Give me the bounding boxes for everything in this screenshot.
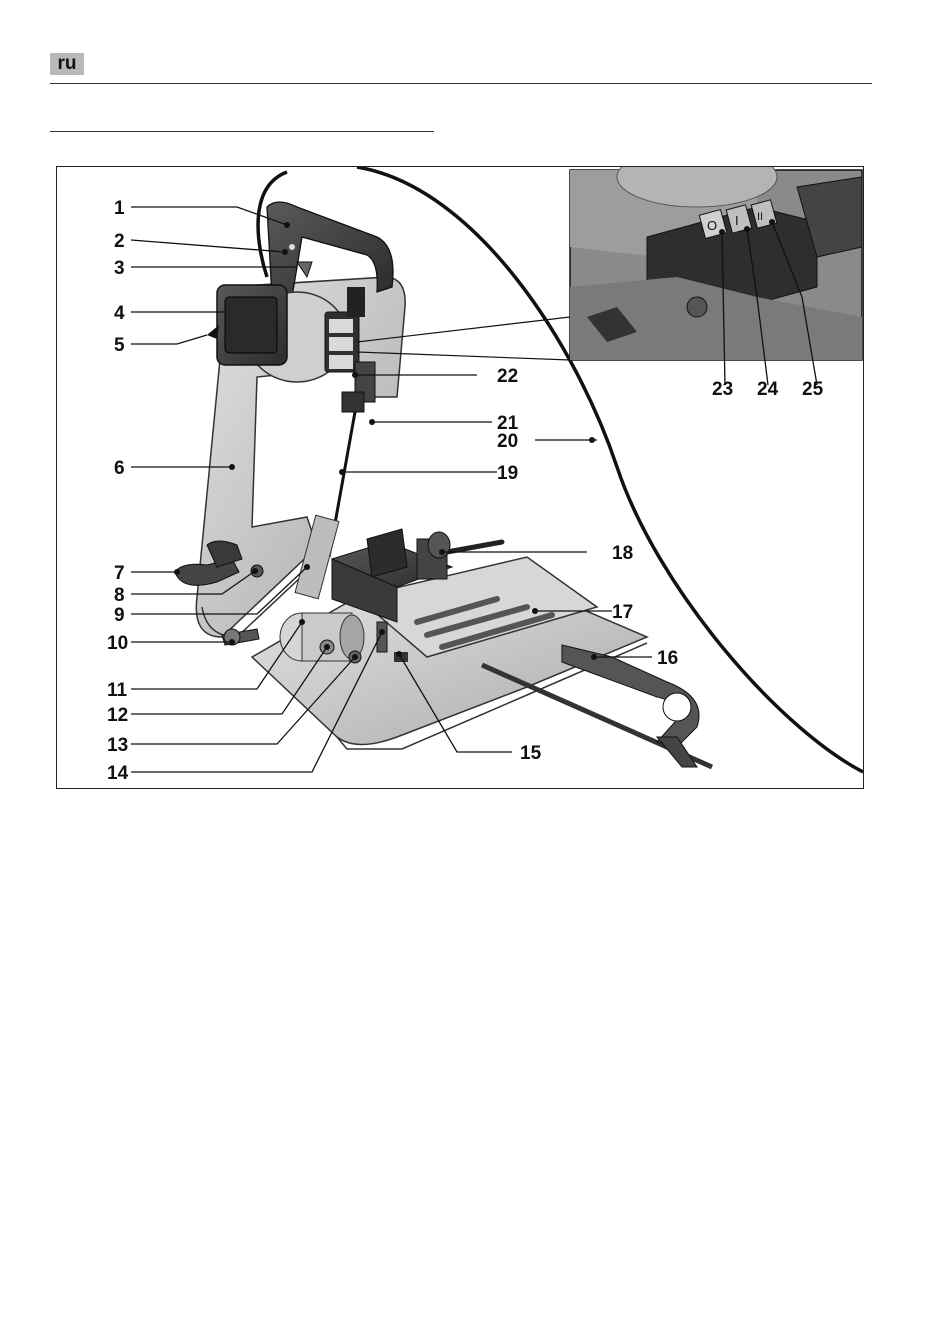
callout-14: 14 bbox=[107, 763, 129, 784]
callout-21: 21 bbox=[497, 413, 519, 434]
callout-9: 9 bbox=[114, 605, 125, 626]
section-rule bbox=[50, 131, 434, 132]
callout-11: 11 bbox=[107, 680, 128, 701]
callout-4: 4 bbox=[114, 303, 125, 324]
callout-17: 17 bbox=[612, 602, 633, 623]
bandsaw-illustration: O I II bbox=[57, 167, 863, 788]
callout-15: 15 bbox=[520, 743, 542, 764]
callout-18: 18 bbox=[612, 543, 633, 564]
callout-22: 22 bbox=[497, 366, 518, 387]
callout-25: 25 bbox=[802, 379, 824, 400]
callout-3: 3 bbox=[114, 258, 125, 279]
callout-7: 7 bbox=[114, 563, 125, 584]
callout-10: 10 bbox=[107, 633, 128, 654]
callout-16: 16 bbox=[657, 648, 678, 669]
inset-symbol-speed: II bbox=[757, 211, 763, 223]
callout-24: 24 bbox=[757, 379, 779, 400]
callout-19: 19 bbox=[497, 463, 518, 484]
inset-symbol-off: O bbox=[707, 218, 717, 233]
callout-23: 23 bbox=[712, 379, 733, 400]
header-rule bbox=[50, 83, 872, 84]
language-badge: ru bbox=[50, 53, 84, 75]
callout-13: 13 bbox=[107, 735, 128, 756]
callout-20: 20 bbox=[497, 431, 518, 452]
callout-8: 8 bbox=[114, 585, 125, 606]
inset-symbol-on: I bbox=[735, 213, 739, 228]
inset-switch-detail: O I II bbox=[570, 167, 862, 360]
bandsaw-figure: O I II bbox=[56, 166, 864, 789]
callout-12: 12 bbox=[107, 705, 128, 726]
callout-1: 1 bbox=[114, 198, 125, 219]
callout-6: 6 bbox=[114, 458, 125, 479]
callout-2: 2 bbox=[114, 231, 125, 252]
callout-5: 5 bbox=[114, 335, 125, 356]
